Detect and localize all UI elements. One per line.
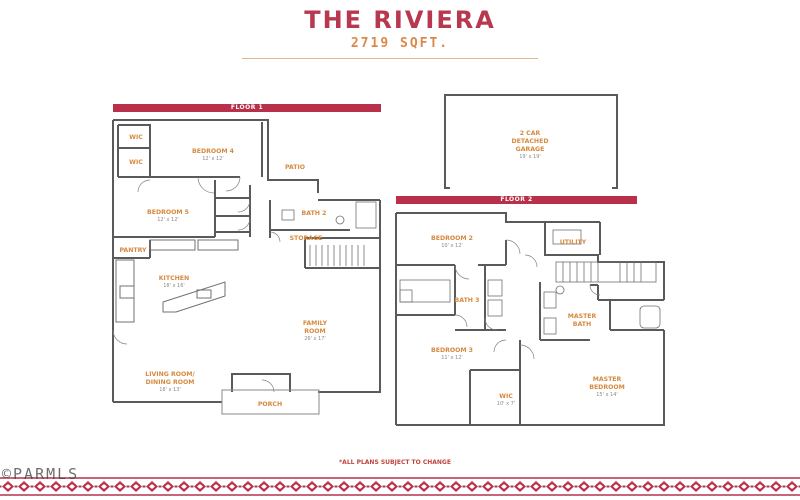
- living-room-dim: 18' x 13': [159, 387, 181, 393]
- floor-2-bar: FLOOR 2: [396, 196, 637, 204]
- bath-3-label: BATH 3: [455, 297, 480, 304]
- wic-lower-label: WIC: [129, 159, 143, 166]
- bath-2-fixtures: [281, 201, 377, 229]
- master-bath-label-2: BATH: [573, 321, 591, 328]
- square-footage: 2719 SQFT.: [350, 36, 450, 51]
- bedroom-4-label: BEDROOM 4: [192, 148, 235, 155]
- bedroom-2-label: BEDROOM 2: [431, 235, 473, 242]
- family-room-label-2: ROOM: [304, 328, 325, 335]
- storage-label: STORAGE: [290, 235, 323, 242]
- plan-title: THE RIVIERA: [304, 6, 496, 34]
- mls-watermark: ©PARMLS: [2, 465, 80, 483]
- garage-label-2: DETACHED: [512, 138, 549, 145]
- kitchen-counters: [115, 239, 239, 323]
- disclaimer-note: *ALL PLANS SUBJECT TO CHANGE: [339, 459, 451, 466]
- porch-outline: [221, 389, 320, 415]
- floor-1-door-swings: [112, 176, 281, 393]
- garage-label-3: GARAGE: [516, 146, 545, 153]
- bedroom-2-dim: 10' x 12': [441, 243, 463, 249]
- bath-2-label: BATH 2: [302, 210, 327, 217]
- kitchen-label: KITCHEN: [159, 275, 189, 282]
- utility-label: UTILITY: [560, 239, 587, 246]
- porch-label: PORCH: [258, 401, 282, 408]
- footer-pattern: [0, 473, 800, 500]
- floor-2-door-swings: [454, 239, 601, 360]
- bedroom-3-dim: 11' x 12': [441, 355, 463, 361]
- wic-2-label: WIC: [499, 393, 513, 400]
- wic-2-dim: 10' x 7': [497, 401, 515, 407]
- garage-label-1: 2 CAR: [520, 130, 541, 137]
- floor-2-stairs: [555, 261, 657, 283]
- garage-dim: 19' x 19': [519, 154, 541, 160]
- floor-1-walls: [112, 119, 381, 403]
- bedroom-3-label: BEDROOM 3: [431, 347, 473, 354]
- pantry-label: PANTRY: [119, 247, 147, 254]
- floor-1-stairs: [309, 245, 365, 266]
- patio-label: PATIO: [285, 164, 305, 171]
- master-bath-label-1: MASTER: [568, 313, 597, 320]
- family-room-dim: 26' x 17': [304, 336, 326, 342]
- bedroom-4-dim: 12' x 12': [202, 156, 224, 162]
- living-room-label-2: DINING ROOM: [146, 379, 195, 386]
- floor-1-bar: FLOOR 1: [113, 104, 381, 112]
- floor-2-walls: [395, 212, 665, 426]
- master-bedroom-label-2: BEDROOM: [589, 384, 625, 391]
- bedroom-5-label: BEDROOM 5: [147, 209, 189, 216]
- master-bedroom-label-1: MASTER: [593, 376, 622, 383]
- bedroom-5-dim: 12' x 12': [157, 217, 179, 223]
- floor-2-fixtures: [399, 229, 661, 335]
- title-divider: [242, 58, 538, 59]
- family-room-label-1: FAMILY: [303, 320, 328, 327]
- master-bedroom-dim: 15' x 14': [596, 392, 618, 398]
- living-room-label-1: LIVING ROOM/: [145, 371, 195, 378]
- wic-top-label: WIC: [129, 134, 143, 141]
- kitchen-dim: 18' x 16': [163, 283, 185, 289]
